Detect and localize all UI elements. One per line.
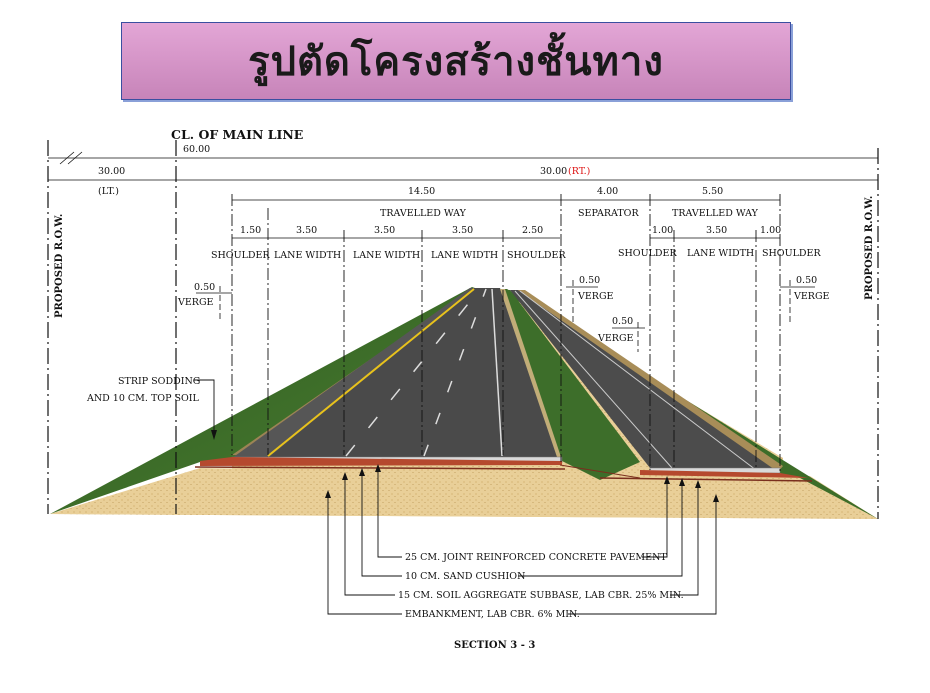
pavement-layers: [194, 456, 813, 482]
strip-sodding-leader: [194, 379, 215, 436]
label-shoulder-2: SHOULDER: [507, 250, 566, 261]
label-travelled-way-2: TRAVELLED WAY: [672, 208, 759, 219]
strip-sodding-label-1: STRIP SODDING: [118, 376, 200, 387]
break-mark-1: [59, 151, 75, 165]
label-shoulder-1: SHOULDER: [211, 250, 270, 261]
break-mark-2: [67, 151, 83, 165]
yellow-edge-line: [267, 288, 475, 457]
dim-frontage-shoulder-left: 1.00: [652, 225, 673, 236]
verge-dim-4: 0.50: [796, 275, 817, 286]
label-separator: SEPARATOR: [578, 208, 639, 219]
left-grass-slope: [50, 287, 478, 514]
verge-dim-1: 0.50: [194, 282, 215, 293]
median-grass: [502, 290, 640, 480]
layer-pavement-label: 25 CM. JOINT REINFORCED CONCRETE PAVEMEN…: [405, 552, 667, 563]
lane-line-3: [491, 288, 503, 457]
main-carriageway: [262, 288, 560, 458]
section-label: SECTION 3 - 3: [454, 640, 535, 651]
layer-embankment-label: EMBANKMENT, LAB CBR. 6% MIN.: [405, 609, 580, 620]
verge-center: [566, 280, 598, 322]
verge-dim-2: 0.50: [579, 275, 600, 286]
verge-label-1: VERGE: [177, 297, 214, 308]
dim-frontage-lane: 3.50: [706, 225, 727, 236]
dim-left-tag: (LT.): [98, 186, 119, 197]
dim-shoulder-left: 1.50: [240, 225, 261, 236]
layer-subbase-label: 15 CM. SOIL AGGREGATE SUBBASE, LAB CBR. …: [398, 590, 684, 601]
label-lane-2: LANE WIDTH: [353, 250, 420, 261]
label-lane-1: LANE WIDTH: [274, 250, 341, 261]
layer-leaders: [327, 466, 717, 615]
frontage-line-1: [514, 290, 673, 469]
label-shoulder-3: SHOULDER: [618, 248, 677, 259]
boundary-lines: [231, 194, 781, 472]
dim-total: 60.00: [183, 144, 210, 155]
dim-right-half: 30.00: [540, 166, 567, 177]
dim-lane-3: 3.50: [452, 225, 473, 236]
centerline-label: CL. OF MAIN LINE: [171, 127, 303, 142]
dim-left-half: 30.00: [98, 166, 125, 177]
dim-main-carriageway: 14.50: [408, 186, 435, 197]
label-lane-4: LANE WIDTH: [687, 248, 754, 259]
verge-label-2: VERGE: [577, 291, 614, 302]
title-banner: รูปตัดโครงสร้างชั้นทาง: [121, 22, 791, 100]
verge-dim-3: 0.50: [612, 316, 633, 327]
verge-right: [780, 280, 815, 322]
dim-right-tag: (RT.): [568, 166, 590, 177]
verge-label-4: VERGE: [793, 291, 830, 302]
dim-separator: 4.00: [597, 186, 618, 197]
page-title: รูปตัดโครงสร้างชั้นทาง: [248, 39, 664, 85]
strip-sodding-arrow: [211, 430, 217, 440]
layer-sand-label: 10 CM. SAND CUSHION: [405, 571, 525, 582]
dim-frontage: 5.50: [702, 186, 723, 197]
dim-frontage-shoulder-right: 1.00: [760, 225, 781, 236]
dim-lane-1: 3.50: [296, 225, 317, 236]
verge-label-3: VERGE: [597, 333, 634, 344]
dim-shoulder-right: 2.50: [522, 225, 543, 236]
frontage-road: [510, 290, 780, 472]
row-label-right: PROPOSED R.O.W.: [864, 196, 875, 300]
verge-left: [196, 286, 232, 320]
frontage-topsoil: [518, 290, 783, 472]
strip-sodding-label-2: AND 10 CM. TOP SOIL: [86, 393, 200, 404]
left-shoulder: [232, 288, 474, 458]
frontage-line-2: [519, 290, 757, 471]
dim-lane-2: 3.50: [374, 225, 395, 236]
row-label-left: PROPOSED R.O.W.: [54, 214, 65, 318]
layer-arrows: [325, 464, 719, 502]
median-kerb: [500, 289, 562, 460]
label-shoulder-4: SHOULDER: [762, 248, 821, 259]
label-lane-3: LANE WIDTH: [431, 250, 498, 261]
verge-separator: [612, 322, 645, 352]
label-travelled-way: TRAVELLED WAY: [380, 208, 467, 219]
